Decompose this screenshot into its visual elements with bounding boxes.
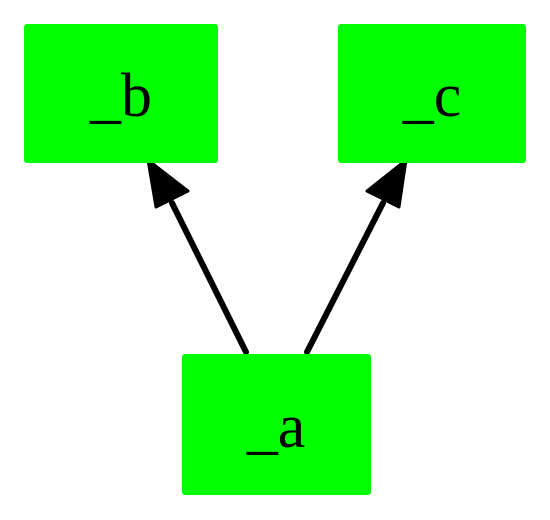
node-b[interactable]: _b xyxy=(24,24,218,163)
node-b-box xyxy=(24,24,218,163)
node-c[interactable]: _c xyxy=(338,24,526,163)
edge-a-to-c-line xyxy=(304,200,386,355)
edge-a-to-c xyxy=(304,158,408,355)
edge-a-to-b-line xyxy=(169,200,249,355)
node-c-label: _c xyxy=(402,62,462,130)
node-b-label: _b xyxy=(89,62,152,130)
edge-a-to-b-arrowhead xyxy=(146,158,190,209)
node-a[interactable]: _a xyxy=(182,354,371,495)
node-c-box xyxy=(338,24,526,163)
edge-a-to-c-arrowhead xyxy=(365,158,408,209)
node-a-box xyxy=(182,354,371,495)
edge-a-to-b xyxy=(146,158,249,355)
node-a-label: _a xyxy=(246,393,306,461)
